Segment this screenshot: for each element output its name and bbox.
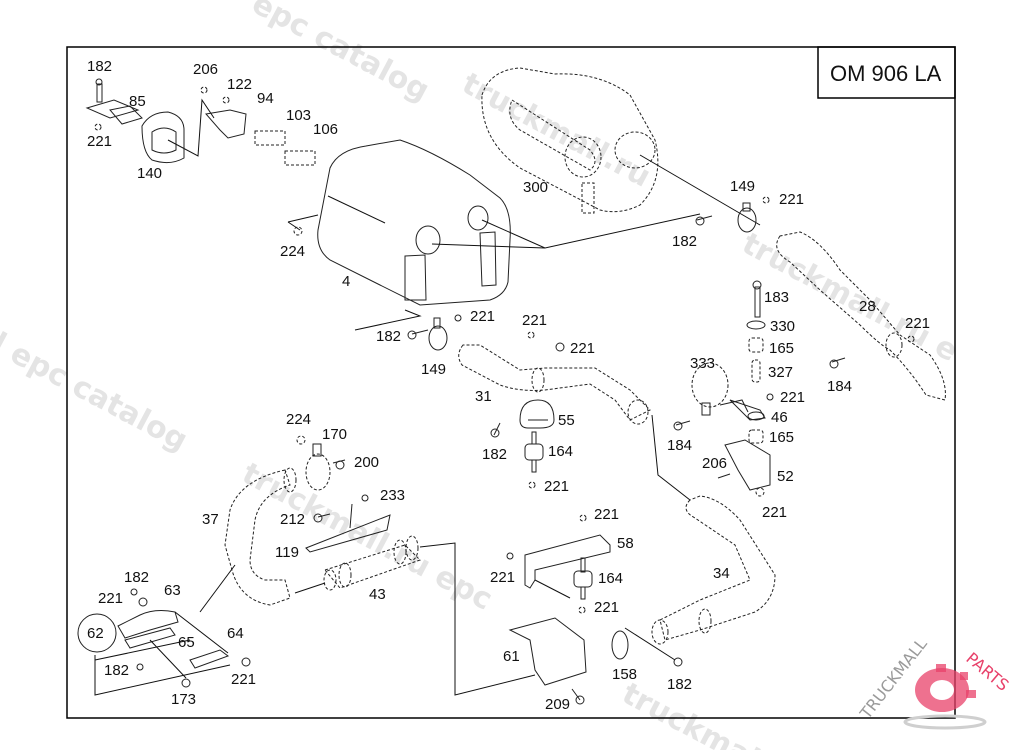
callout-28[interactable]: 28: [859, 298, 876, 315]
callout-224[interactable]: 224: [286, 411, 311, 428]
watermark-layer: epc catalog truckmall.ru l epc catalog t…: [0, 0, 963, 750]
callout-170[interactable]: 170: [322, 426, 347, 443]
callout-122[interactable]: 122: [227, 76, 252, 93]
callout-221[interactable]: 221: [905, 315, 930, 332]
part-pipe-43: [294, 535, 536, 696]
callout-212[interactable]: 212: [280, 511, 305, 528]
part-clamp-assembly-62: [77, 588, 251, 696]
watermark: truckmall: [616, 676, 774, 750]
engine-label: OM 906 LA: [830, 61, 942, 86]
gear-icon: [915, 668, 969, 712]
callout-149[interactable]: 149: [421, 361, 446, 378]
callout-206[interactable]: 206: [193, 61, 218, 78]
logo-text-accent: PARTS: [962, 649, 1012, 695]
engine-label-box: OM 906 LA: [817, 46, 956, 99]
callout-184[interactable]: 184: [827, 378, 852, 395]
callout-85[interactable]: 85: [129, 93, 146, 110]
part-mount-55: [490, 399, 555, 489]
callout-221[interactable]: 221: [544, 478, 569, 495]
callout-149[interactable]: 149: [730, 178, 755, 195]
callout-221[interactable]: 221: [490, 569, 515, 586]
callout-182[interactable]: 182: [87, 58, 112, 75]
callout-52[interactable]: 52: [777, 468, 794, 485]
callout-182[interactable]: 182: [482, 446, 507, 463]
part-mount-stack: [729, 280, 846, 444]
callout-65[interactable]: 65: [178, 634, 195, 651]
callout-221[interactable]: 221: [594, 599, 619, 616]
callout-183[interactable]: 183: [764, 289, 789, 306]
callout-221[interactable]: 221: [522, 312, 547, 329]
callout-333[interactable]: 333: [690, 355, 715, 372]
part-pipe-28: [776, 231, 946, 401]
truckmallparts-logo: TRUCKMALL PARTS: [856, 634, 1013, 730]
part-pipe-31: [458, 331, 691, 501]
callout-165[interactable]: 165: [769, 429, 794, 446]
callout-31[interactable]: 31: [475, 388, 492, 405]
callout-209[interactable]: 209: [545, 696, 570, 713]
part-silencer-4: [287, 139, 701, 331]
callout-158[interactable]: 158: [612, 666, 637, 683]
part-clamp-333: [673, 362, 771, 497]
callout-182[interactable]: 182: [667, 676, 692, 693]
part-pipe-34: [651, 495, 776, 645]
watermark: truckmall.ru epc: [236, 456, 498, 617]
callout-165[interactable]: 165: [769, 340, 794, 357]
part-bracket-58: [506, 514, 611, 705]
callout-221[interactable]: 221: [87, 133, 112, 150]
callout-221[interactable]: 221: [98, 590, 123, 607]
callout-34[interactable]: 34: [713, 565, 730, 582]
callout-221[interactable]: 221: [762, 504, 787, 521]
callout-327[interactable]: 327: [768, 364, 793, 381]
callout-221[interactable]: 221: [779, 191, 804, 208]
callout-221[interactable]: 221: [594, 506, 619, 523]
callout-62[interactable]: 62: [87, 625, 104, 642]
callout-circle-62: [77, 613, 117, 653]
part-clamp-149-mid: [407, 314, 462, 351]
callout-221[interactable]: 221: [780, 389, 805, 406]
part-clamp-158: [611, 627, 683, 667]
callout-182[interactable]: 182: [124, 569, 149, 586]
part-clamp-170: [296, 435, 346, 491]
callout-221[interactable]: 221: [470, 308, 495, 325]
watermark: l epc catalog: [0, 326, 193, 458]
callout-37[interactable]: 37: [202, 511, 219, 528]
callout-61[interactable]: 61: [503, 648, 520, 665]
callout-164[interactable]: 164: [598, 570, 623, 587]
callout-221[interactable]: 221: [570, 340, 595, 357]
part-group-mount-bracket: [85, 78, 316, 166]
part-heat-shield-119: [305, 494, 391, 553]
callout-182[interactable]: 182: [376, 328, 401, 345]
callout-224[interactable]: 224: [280, 243, 305, 260]
callout-330[interactable]: 330: [770, 318, 795, 335]
callout-58[interactable]: 58: [617, 535, 634, 552]
callout-300[interactable]: 300: [523, 179, 548, 196]
callout-119[interactable]: 119: [275, 544, 299, 561]
part-pipe-37: [199, 467, 297, 613]
callout-200[interactable]: 200: [354, 454, 379, 471]
callout-106[interactable]: 106: [313, 121, 338, 138]
callout-labels: 182 85 221 140 206 122 94 103 106 224 4 …: [87, 58, 930, 713]
diagram-frame: [66, 46, 956, 719]
callout-182[interactable]: 182: [672, 233, 697, 250]
callout-173[interactable]: 173: [171, 691, 196, 708]
callout-4[interactable]: 4: [342, 273, 350, 290]
callout-43[interactable]: 43: [369, 586, 386, 603]
callout-206[interactable]: 206: [702, 455, 727, 472]
callout-233[interactable]: 233: [380, 487, 405, 504]
callout-46[interactable]: 46: [771, 409, 788, 426]
watermark: epc catalog: [246, 0, 435, 109]
callout-164[interactable]: 164: [548, 443, 573, 460]
callout-184[interactable]: 184: [667, 437, 692, 454]
callout-63[interactable]: 63: [164, 582, 181, 599]
callout-221[interactable]: 221: [231, 671, 256, 688]
callout-55[interactable]: 55: [558, 412, 575, 429]
callout-103[interactable]: 103: [286, 107, 311, 124]
callout-94[interactable]: 94: [257, 90, 274, 107]
callout-64[interactable]: 64: [227, 625, 244, 642]
callout-182[interactable]: 182: [104, 662, 129, 679]
part-clamp-149-top: [695, 196, 770, 233]
callout-140[interactable]: 140: [137, 165, 162, 182]
